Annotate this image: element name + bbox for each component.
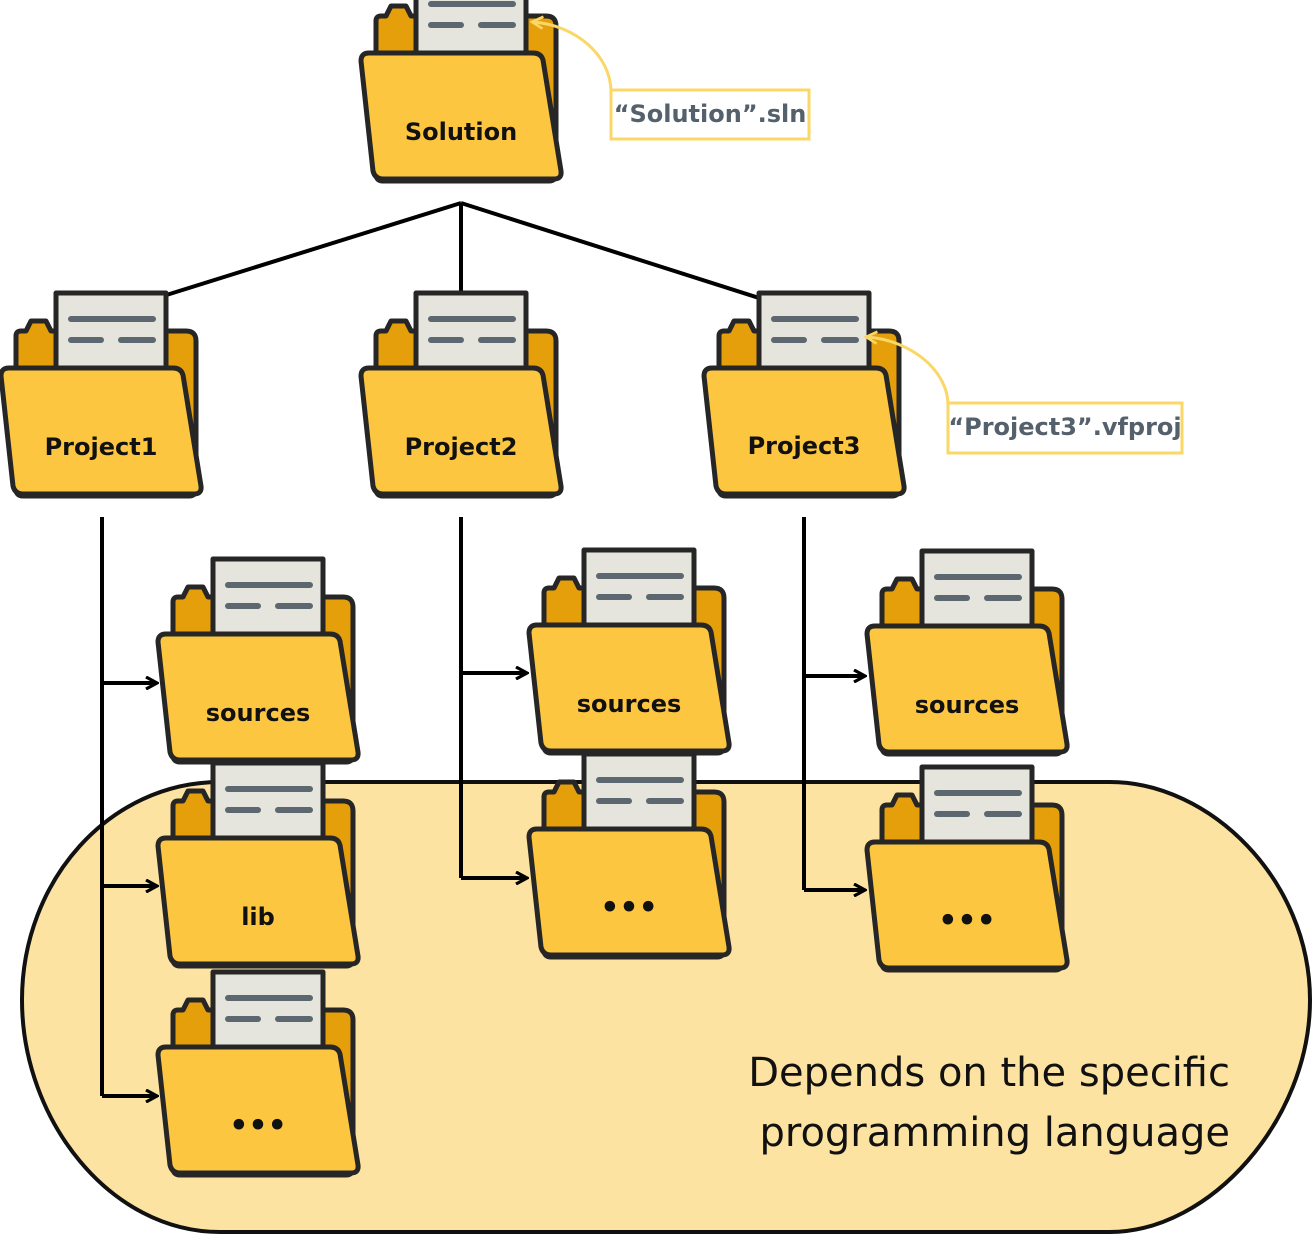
project1-tree-lines [100,517,156,1096]
project3-file-label: “Project3”.vfproj [948,413,1181,441]
project3-file-callout-arrow [867,337,950,406]
project3-file-callout [946,401,1184,455]
project2-folder-icon: Project2 [361,293,561,496]
project1-folder-icon: Project1 [1,293,201,496]
project2-sources-folder-icon: sources [529,550,729,753]
project2-sources-label: sources [577,690,681,718]
solution-folder-label: Solution [405,118,517,146]
project1-lib-folder-icon: lib [158,763,358,966]
project1-folder-label: Project1 [45,433,158,461]
project3-sources-label: sources [915,691,1019,719]
project1-sources-folder-icon: sources [158,559,358,762]
project3-tree-lines [802,517,864,890]
solution-file-callout [609,88,811,141]
region-label-line1: Depends on the specific [748,1050,1230,1096]
project1-more-label: ••• [229,1109,287,1144]
project2-more-label: ••• [600,891,658,926]
project2-folder-label: Project2 [405,433,518,461]
project2-tree-lines [459,517,526,878]
region-label-line2: programming language [759,1110,1230,1156]
solution-folder-icon: Solution [361,0,561,181]
project1-sources-label: sources [206,699,310,727]
solution-file-callout-arrow [533,22,613,93]
project3-sources-folder-icon: sources [867,551,1067,754]
project3-more-folder-icon: ••• [867,767,1067,970]
project1-lib-label: lib [241,903,275,931]
solution-file-label: “Solution”.sln [614,100,807,128]
project3-folder-icon: Project3 [704,293,904,496]
project3-more-label: ••• [938,904,996,939]
project3-folder-label: Project3 [748,432,861,460]
project1-more-folder-icon: ••• [158,972,358,1175]
project2-more-folder-icon: ••• [529,754,729,957]
